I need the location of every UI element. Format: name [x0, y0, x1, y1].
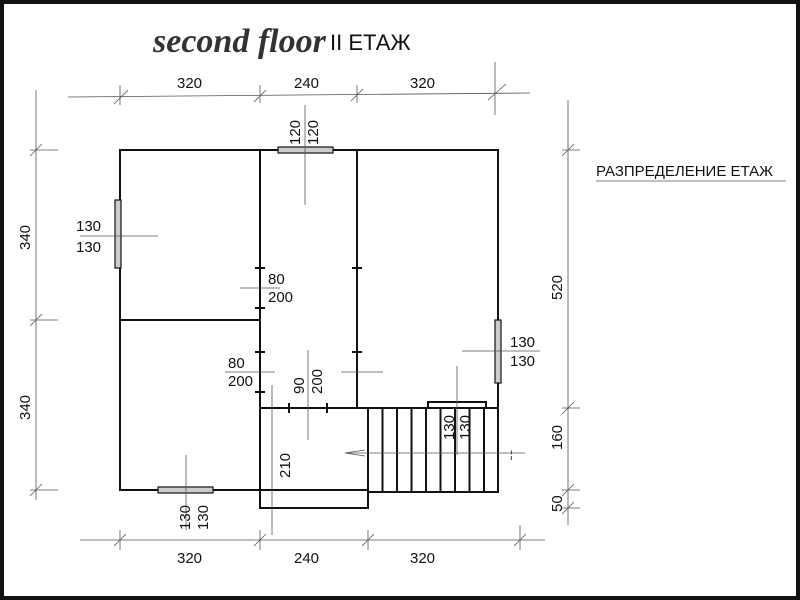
plan-legend: РАЗПРЕДЕЛЕНИЕ ЕТАЖ [596, 163, 773, 180]
dim-bottom-1: 320 [177, 550, 202, 567]
dim-left-1: 340 [17, 225, 34, 250]
left-window-height: 130 [76, 239, 101, 256]
stair-window-width: 130 [441, 415, 458, 440]
door-corridor-height: 200 [309, 369, 326, 394]
door-lower-width: 80 [228, 355, 245, 372]
window-bottom [157, 486, 214, 494]
dim-bottom-3: 320 [410, 550, 435, 567]
door-upper-height: 200 [268, 289, 293, 306]
dim-top-3: 320 [410, 75, 435, 92]
floor-plan-page: second floor II ЕТАЖ РАЗПРЕДЕЛЕНИЕ ЕТАЖ … [4, 4, 796, 596]
walls [119, 149, 500, 509]
dim-right-3: 50 [549, 495, 566, 512]
dim-right-1: 520 [549, 275, 566, 300]
plan-title: second floor [152, 23, 327, 60]
door-corridor-width: 90 [291, 377, 308, 394]
floor-plan-drawing: second floor II ЕТАЖ РАЗПРЕДЕЛЕНИЕ ЕТАЖ … [17, 23, 786, 567]
dim-bottom-2: 240 [294, 550, 319, 567]
door-marks [255, 267, 362, 413]
door-upper-width: 80 [268, 271, 285, 288]
left-window-width: 130 [76, 218, 101, 235]
dimension-lines [29, 62, 580, 550]
plan-subtitle: II ЕТАЖ [330, 30, 411, 55]
dim-left-2: 340 [17, 395, 34, 420]
dim-top-1: 320 [177, 75, 202, 92]
top-window-width: 120 [287, 120, 304, 145]
bottom-window-height: 130 [195, 505, 212, 530]
corridor-length: 210 [277, 453, 294, 478]
leader-lines [80, 105, 540, 535]
section-mark: ¦ [510, 450, 513, 461]
top-window-height: 120 [305, 120, 322, 145]
staircase [381, 408, 485, 492]
dim-right-2: 160 [549, 425, 566, 450]
window-right [494, 319, 502, 384]
window-top [277, 146, 334, 154]
right-window-width: 130 [510, 334, 535, 351]
dim-top-2: 240 [294, 75, 319, 92]
right-window-height: 130 [510, 353, 535, 370]
window-left [114, 199, 122, 269]
stair-window-height: 130 [457, 415, 474, 440]
bottom-window-width: 130 [177, 505, 194, 530]
door-lower-height: 200 [228, 373, 253, 390]
